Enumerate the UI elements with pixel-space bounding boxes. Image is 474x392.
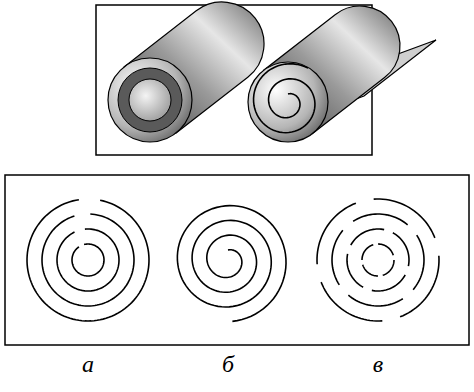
split-ring bbox=[27, 200, 149, 321]
sheet-spiral bbox=[254, 64, 315, 133]
ring-segment bbox=[400, 256, 439, 317]
ring-segment bbox=[374, 199, 435, 238]
split-ring bbox=[57, 229, 119, 291]
ring-segment bbox=[393, 233, 409, 266]
bottom-frame bbox=[5, 175, 469, 345]
tube-gap bbox=[118, 68, 182, 132]
ring-segment bbox=[321, 282, 382, 321]
ring-segment bbox=[362, 245, 373, 260]
ring-segment bbox=[347, 254, 363, 287]
spiral-roll bbox=[177, 206, 286, 322]
ring-segment bbox=[317, 203, 356, 264]
ring-segment bbox=[378, 244, 393, 255]
ring-segment bbox=[332, 230, 343, 284]
split-ring bbox=[72, 244, 104, 276]
inner-tube bbox=[129, 79, 171, 121]
sheet-end bbox=[248, 62, 328, 142]
ring-segment bbox=[383, 260, 394, 275]
ring-segment bbox=[363, 265, 378, 276]
ring-segment bbox=[348, 295, 402, 306]
ring-segment bbox=[372, 275, 405, 291]
figure-label: а bbox=[82, 352, 94, 376]
split-ring bbox=[42, 214, 134, 306]
figure-label: б bbox=[222, 352, 234, 376]
ring-segment bbox=[351, 229, 384, 245]
ring-segment bbox=[353, 214, 407, 225]
ring-segment bbox=[413, 235, 424, 289]
figure-label: в bbox=[373, 352, 383, 376]
tube-end bbox=[108, 58, 192, 142]
